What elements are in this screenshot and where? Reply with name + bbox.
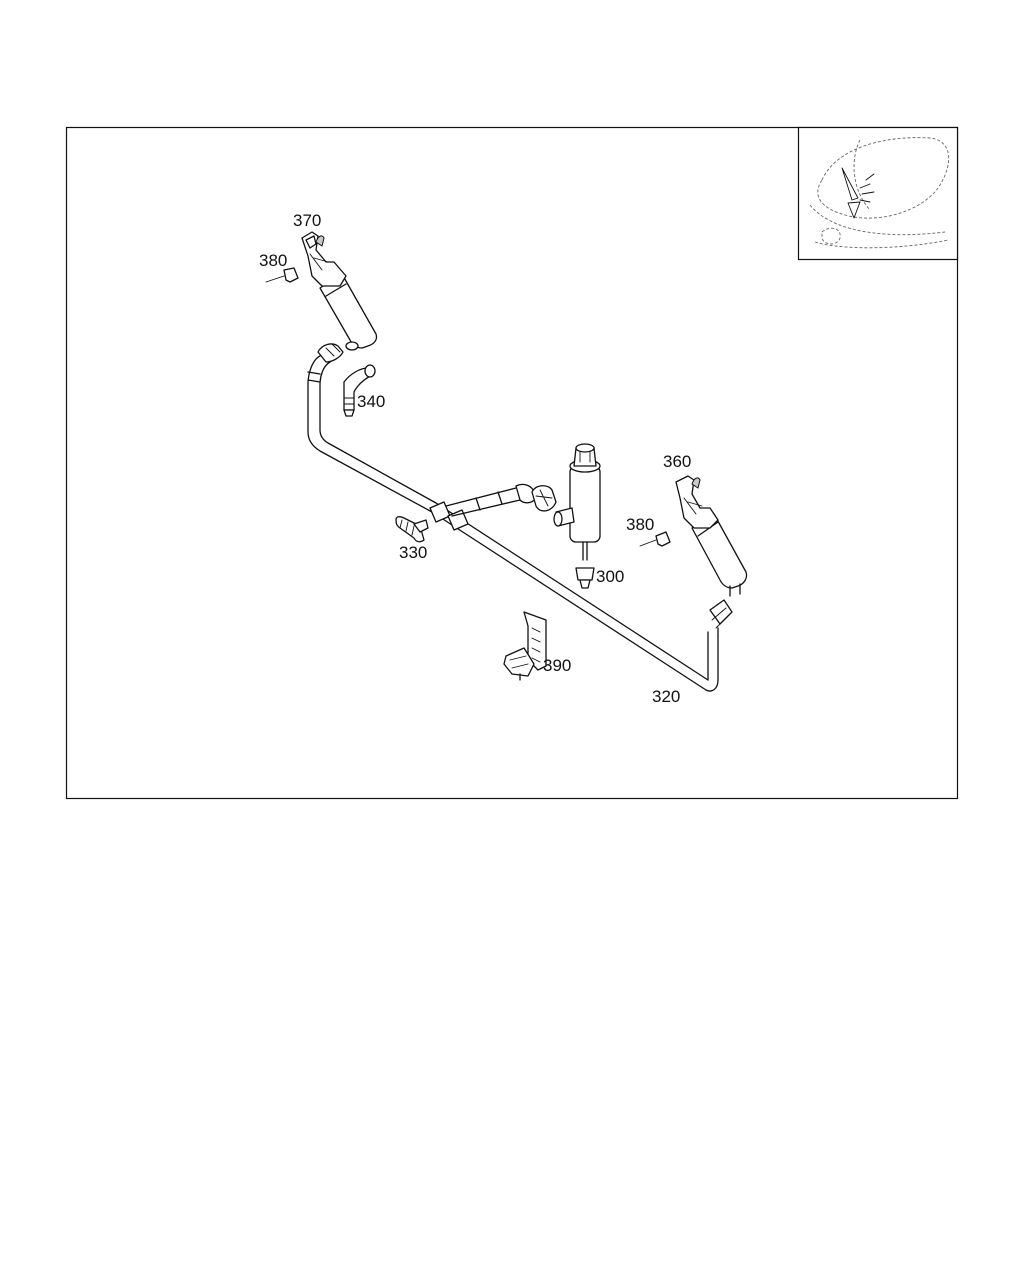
callout-380-left: 380 (259, 251, 287, 270)
callout-370: 370 (293, 211, 321, 230)
callout-340: 340 (357, 392, 385, 411)
callout-380-right: 380 (626, 515, 654, 534)
callout-320: 320 (652, 687, 680, 706)
callout-390: 390 (543, 656, 571, 675)
clip-380-left (265, 267, 299, 283)
washer-pump-300 (553, 443, 601, 589)
inset-location-view (797, 126, 959, 261)
diagram-frame (65, 126, 959, 800)
callout-300: 300 (596, 567, 624, 586)
callout-360: 360 (663, 452, 691, 471)
hose-320 (307, 343, 733, 692)
holder-390 (503, 611, 547, 681)
hose-branch-to-pump (429, 483, 557, 531)
clip-380-right (639, 531, 671, 547)
t-piece-330 (395, 516, 429, 543)
elbow-340 (343, 364, 376, 417)
washer-nozzle-360 (675, 475, 748, 597)
washer-nozzle-370 (301, 231, 378, 351)
callout-labels: 370 380 340 360 380 330 300 390 320 (259, 211, 691, 706)
callout-330: 330 (399, 543, 427, 562)
